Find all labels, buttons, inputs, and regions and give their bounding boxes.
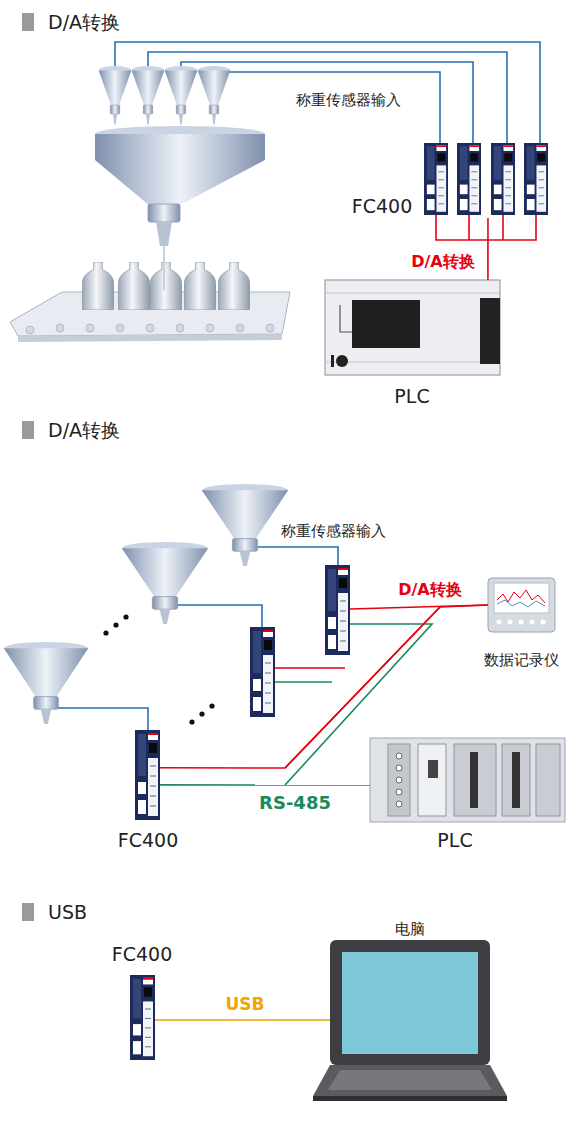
laptop: 电脑 [330, 940, 490, 1100]
section-heading: D/A转换 [48, 419, 120, 442]
heading-mark [22, 13, 34, 31]
section-heading: USB [48, 901, 87, 924]
section-heading: D/A转换 [48, 11, 120, 34]
node-label: FC400 [112, 943, 172, 966]
heading-mark [22, 903, 34, 921]
rs485-link [160, 784, 370, 786]
node-label: PLC [394, 385, 429, 408]
filling-machine [10, 66, 290, 342]
plc-rack [370, 738, 565, 822]
heading-mark [22, 421, 34, 439]
signal-note: 称重传感器输入 [281, 522, 386, 540]
fc400-unit: FC400 [130, 975, 155, 1060]
usb-link [155, 1019, 330, 1021]
fc400-unit [424, 143, 548, 215]
data-logger: 数据记录仪 [488, 578, 555, 632]
node-label: 电脑 [395, 920, 425, 938]
fc400-unit [130, 975, 155, 1060]
sensor-wire [58, 547, 338, 730]
edge-label: USB [222, 994, 267, 1014]
node-label: FC400 [118, 829, 178, 852]
fc400-unit: FC400 [135, 730, 160, 820]
edge-label: D/A转换 [408, 252, 478, 271]
edge-label: D/A转换 [395, 580, 465, 599]
fc400-unit [135, 565, 350, 820]
plc-rack: PLC [370, 738, 565, 822]
node-label: PLC [437, 829, 472, 852]
fc400-group: FC400 [420, 140, 552, 218]
plc-box: PLC [325, 280, 500, 375]
node-label: FC400 [352, 195, 412, 218]
hopper [4, 484, 288, 724]
data-logger [488, 578, 555, 632]
node-label: 数据记录仪 [484, 651, 559, 669]
analog-bus [436, 215, 536, 240]
analog-link [160, 605, 488, 768]
edge-label: RS-485 [256, 792, 334, 814]
signal-note: 称重传感器输入 [296, 91, 401, 109]
plc-unit [325, 280, 500, 375]
analog-link [487, 218, 489, 280]
laptop [313, 940, 507, 1101]
